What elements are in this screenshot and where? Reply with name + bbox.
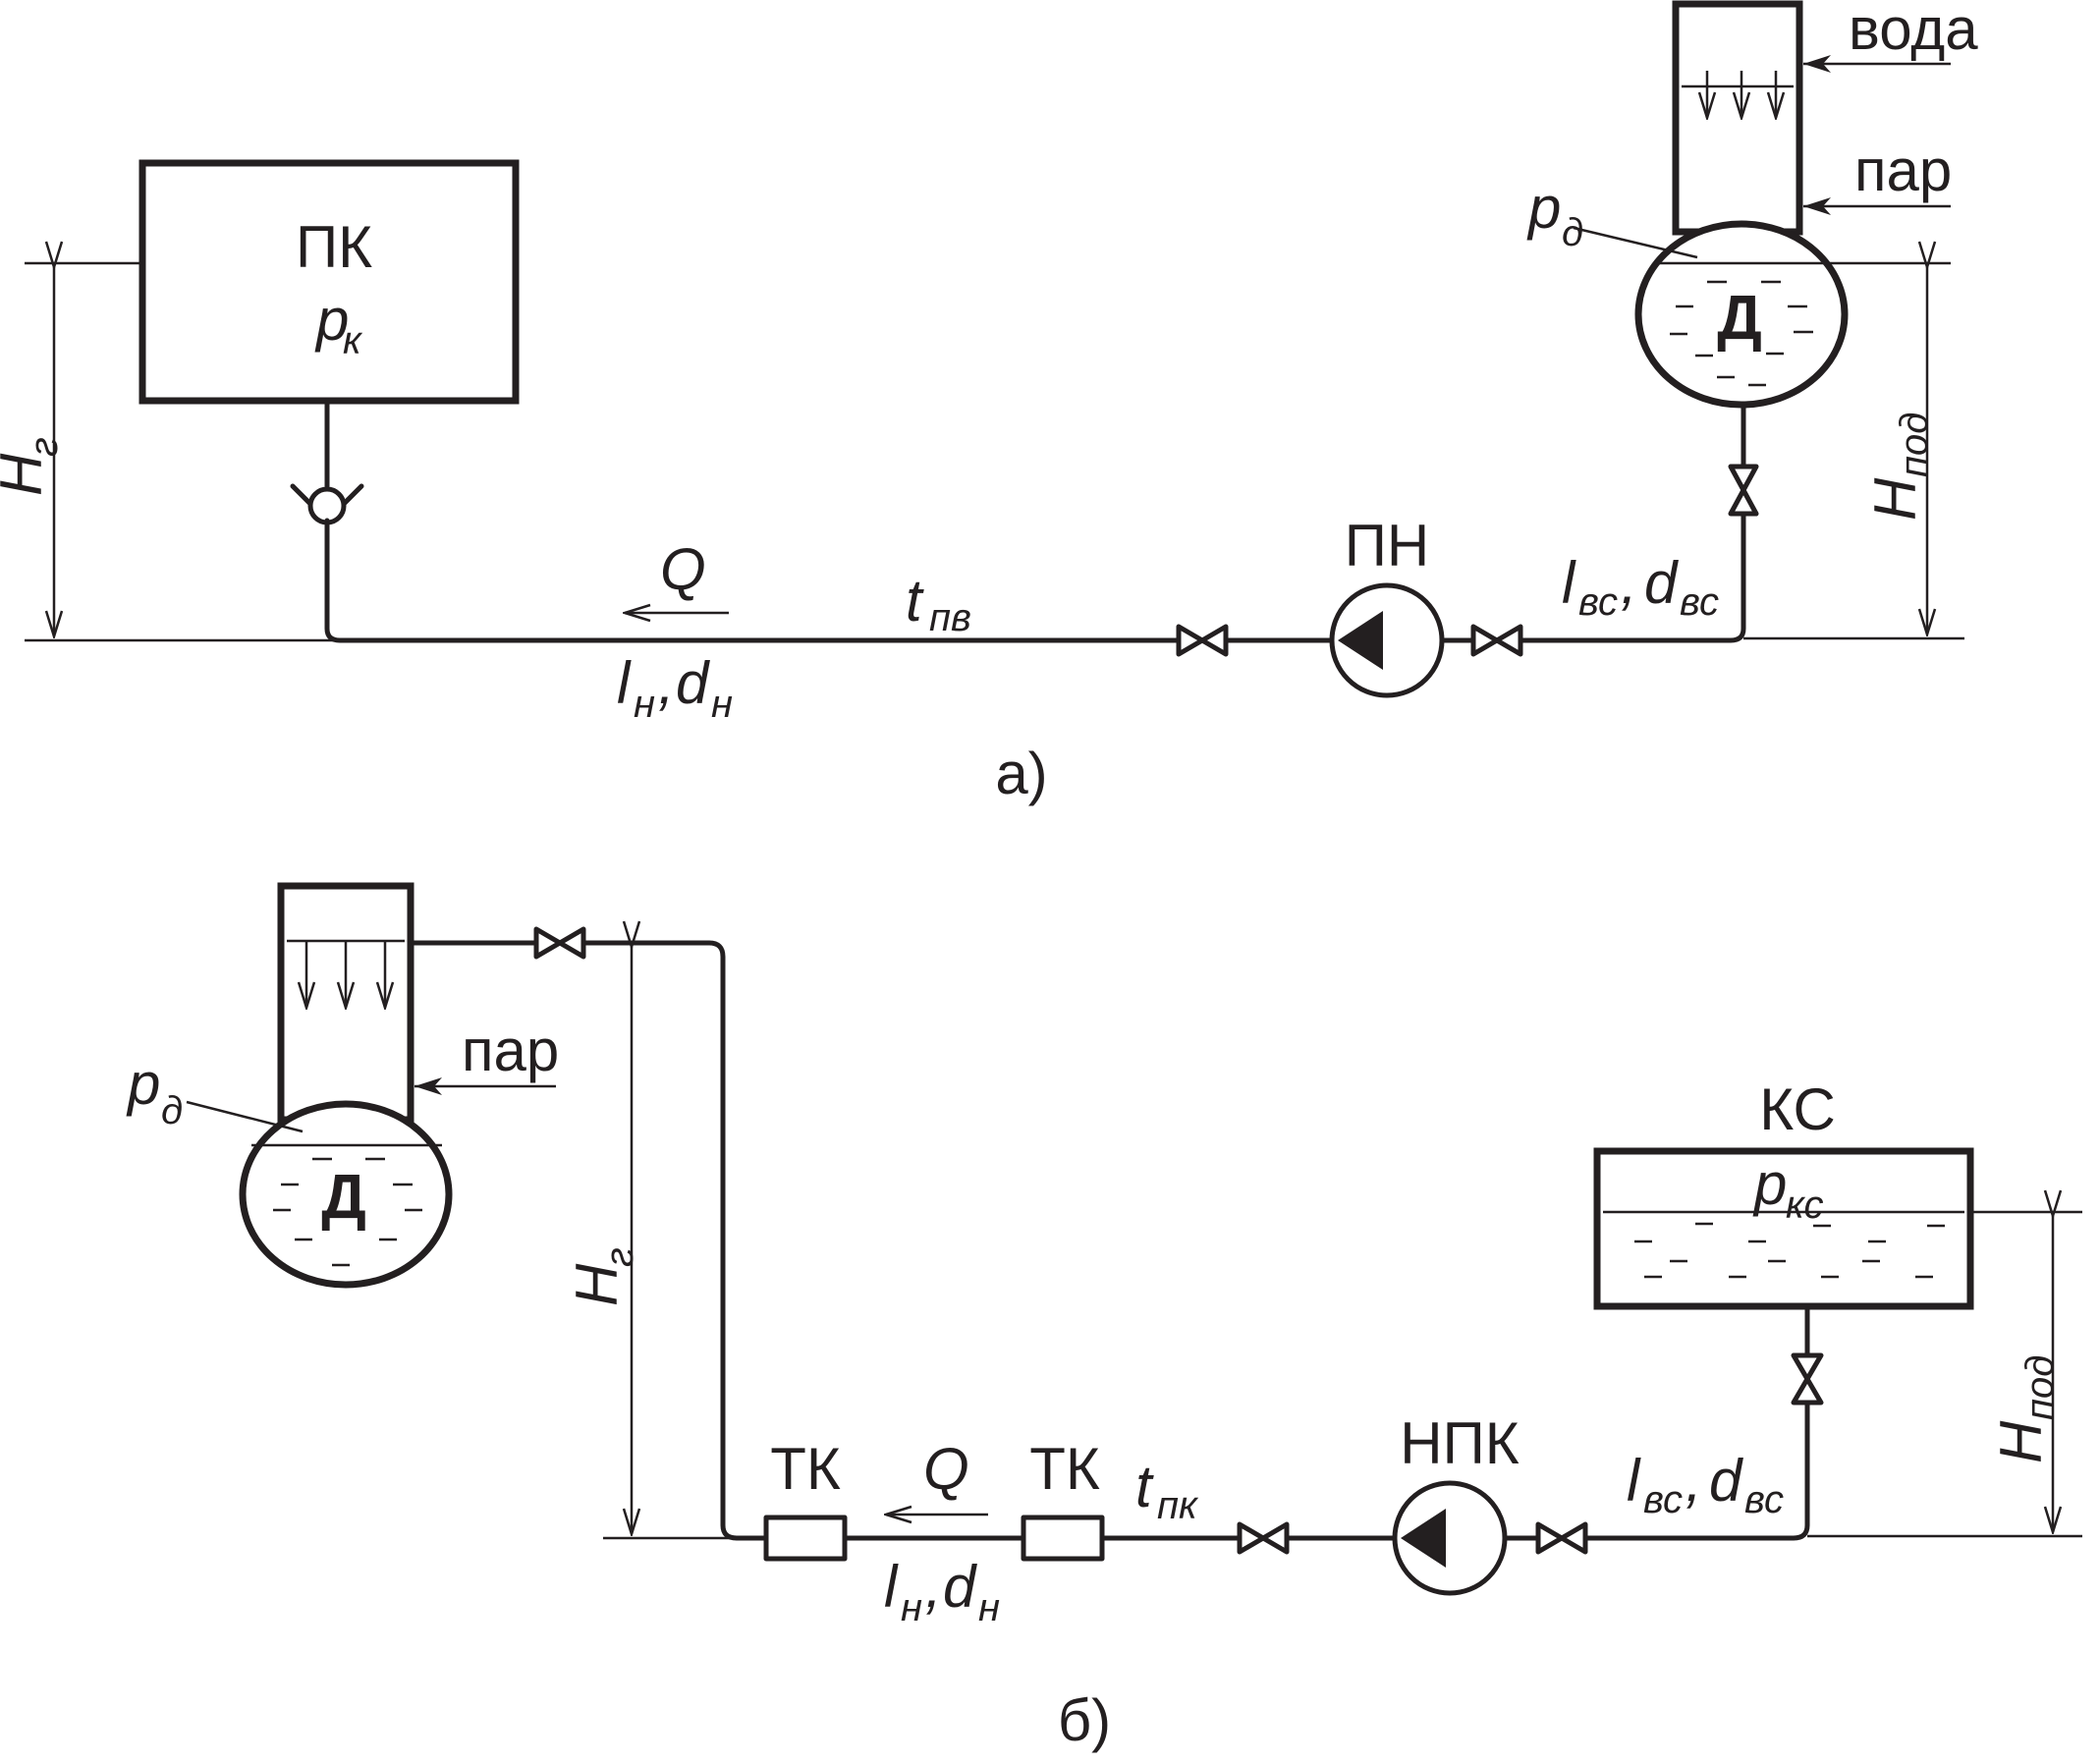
length-subscript: н: [901, 1586, 922, 1629]
pump-name: ПН: [1345, 513, 1429, 579]
separator: ,: [1686, 1448, 1702, 1514]
geometric-head-dimension-a: H г: [0, 263, 334, 642]
deaerator-name: Д: [1717, 282, 1762, 353]
temperature-subscript: пк: [1157, 1484, 1199, 1527]
condensate-collector-ks: КС p кс: [1593, 1076, 1974, 1310]
gate-valve-icon: [1791, 1352, 1824, 1406]
diameter-subscript: вс: [1680, 580, 1719, 624]
collector-pressure-symbol: p: [1752, 1151, 1787, 1217]
gate-valve-icon: [1728, 464, 1759, 517]
caption-b: б): [1058, 1687, 1111, 1753]
heat-exchanger-name: ТК: [1029, 1436, 1100, 1502]
diameter-symbol: d: [676, 650, 710, 716]
diameter-subscript: н: [711, 683, 733, 726]
geometric-head-dimension-b: H г: [564, 943, 766, 1540]
caption-a: а): [995, 741, 1047, 806]
discharge-pipe-b: [580, 940, 769, 1541]
deaerator-b: Д p д пар: [126, 882, 559, 1289]
gate-valve-icon: [1535, 1521, 1588, 1555]
suction-line-parameters-a: l вс , d вс: [1562, 550, 1719, 624]
feed-pump-pn: ПН: [1329, 513, 1445, 698]
geometric-head-subscript: г: [23, 437, 66, 457]
suction-pipe-b: [1582, 1400, 1810, 1541]
temperature-symbol: t: [1135, 1454, 1154, 1519]
boiler-pressure-symbol: p: [314, 287, 349, 353]
length-symbol: l: [884, 1554, 899, 1620]
suction-head-dimension-b: H под: [1807, 1212, 2082, 1538]
gate-valve-icon: [1470, 624, 1523, 657]
water-level-dashes: [273, 1157, 422, 1267]
length-subscript: вс: [1643, 1478, 1683, 1521]
heat-exchanger-tk-1: ТК: [763, 1436, 848, 1562]
separator: ,: [658, 650, 675, 716]
deaerator-pressure-subscript: д: [161, 1089, 183, 1132]
boiler-pk: ПК p к: [138, 159, 520, 405]
length-symbol: l: [1627, 1448, 1641, 1514]
deaerator-pressure-symbol: p: [1526, 175, 1561, 241]
check-valve-icon: [290, 483, 364, 525]
diameter-symbol: d: [1644, 550, 1679, 616]
suction-pipe-a: [1518, 511, 1746, 643]
pump-arrow-icon: [1401, 1509, 1446, 1568]
boiler-name: ПК: [296, 214, 372, 280]
deaerator-pressure-symbol: p: [126, 1051, 160, 1117]
gate-valve-icon: [533, 926, 586, 960]
flow-label: Q: [923, 1436, 969, 1502]
heat-exchanger-tk-2: ТК: [1021, 1436, 1105, 1562]
diameter-symbol: d: [943, 1554, 977, 1620]
diameter-subscript: вс: [1744, 1478, 1784, 1521]
separator: ,: [1621, 550, 1637, 616]
geometric-head-subscript: г: [598, 1247, 641, 1267]
suction-head-subscript: под: [2018, 1355, 2062, 1420]
scheme-a: ПК p к H г ПН: [0, 0, 1978, 806]
suction-head-symbol: H: [1862, 477, 1928, 521]
suction-line-parameters-b: l вс , d вс: [1627, 1448, 1784, 1521]
scheme-b: Д p д пар H г ТК ТК: [126, 882, 2082, 1753]
pump-arrow-icon: [1338, 611, 1383, 670]
length-subscript: вс: [1578, 580, 1618, 624]
length-symbol: l: [617, 650, 632, 716]
separator: ,: [925, 1554, 942, 1620]
diameter-subscript: н: [978, 1586, 1000, 1629]
suction-head-dimension-a: H под: [1743, 267, 1964, 640]
water-level-dashes: [1634, 1222, 1945, 1279]
suction-head-symbol: H: [1988, 1420, 2054, 1463]
collector-name: КС: [1759, 1076, 1836, 1142]
temperature-subscript: пв: [929, 596, 971, 639]
diameter-symbol: d: [1709, 1448, 1743, 1514]
steam-inlet-label: пар: [462, 1018, 559, 1083]
discharge-line-parameters-a: l н , d н: [617, 650, 733, 726]
steam-inlet-label: пар: [1854, 138, 1952, 203]
discharge-line-parameters-b: l н , d н: [884, 1554, 1000, 1629]
deaerator-a: Д p д вода пар: [1526, 0, 1978, 409]
geometric-head-symbol: H: [0, 453, 54, 496]
water-level-dashes: [1670, 280, 1813, 387]
gate-valve-icon: [1176, 624, 1229, 657]
geometric-head-symbol: H: [564, 1263, 630, 1306]
water-inlet-label: вода: [1849, 0, 1978, 62]
deaerator-name: Д: [321, 1161, 366, 1232]
discharge-pipe-a: [324, 518, 1182, 643]
suction-head-subscript: под: [1893, 413, 1936, 477]
length-symbol: l: [1562, 550, 1576, 616]
length-subscript: н: [634, 683, 655, 726]
collector-pressure-subscript: кс: [1786, 1184, 1823, 1227]
pump-name: НПК: [1400, 1410, 1519, 1476]
temperature-symbol: t: [906, 568, 924, 634]
deaerator-pressure-subscript: д: [1562, 211, 1583, 254]
condensate-pump-npk: НПК: [1392, 1410, 1520, 1596]
heat-exchanger-name: ТК: [770, 1436, 841, 1502]
flow-label: Q: [660, 536, 706, 602]
gate-valve-icon: [1237, 1521, 1290, 1555]
boiler-pressure-subscript: к: [343, 319, 363, 362]
